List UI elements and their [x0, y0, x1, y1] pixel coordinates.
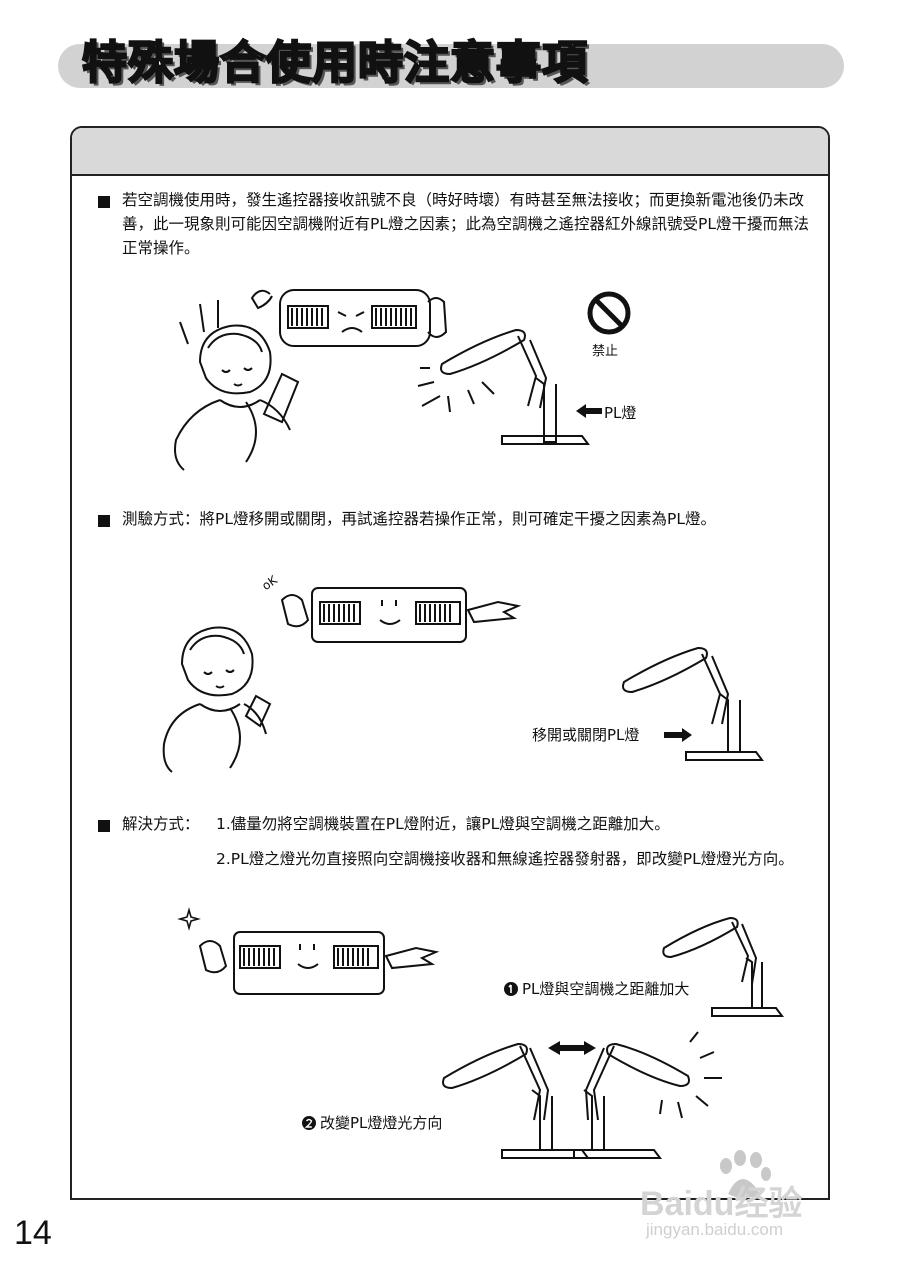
page-title: 特殊場合使用時注意事項	[81, 35, 589, 90]
pl-lamp-label: PL燈	[604, 404, 637, 422]
bullet-square	[98, 196, 110, 208]
pl-lamps-direction-illustration	[442, 1031, 722, 1159]
prohibit-icon	[587, 291, 631, 335]
sparkle-icon	[177, 907, 201, 931]
change-direction-label: 改變PL燈燈光方向	[320, 1114, 443, 1132]
section-2-text: 測驗方式：將PL燈移開或關閉，再試遙控器若操作正常，則可確定干擾之因素為PL燈。	[122, 510, 716, 528]
pl-lamp-moved-illustration	[622, 646, 764, 761]
arrow-left-icon	[576, 404, 602, 418]
solution-item-2: 2.PL燈之燈光勿直接照向空調機接收器和無線遙控器發射器，即改變PL燈燈光方向。	[216, 850, 794, 868]
baidu-paw-icon	[720, 1150, 771, 1198]
bullet-square	[98, 515, 110, 527]
solution-intro: 解決方式：	[122, 815, 200, 833]
page-number: 14	[14, 1214, 52, 1252]
illustration-ac-unit-ok	[280, 587, 522, 643]
pl-lamp-far-illustration	[662, 916, 784, 1017]
section-1-text: 若空調機使用時，發生遙控器接收訊號不良（時好時壞）有時甚至無法接收；而更換新電池…	[122, 191, 809, 257]
prohibit-label: 禁止	[592, 344, 619, 359]
illustration-woman-remote-fail	[174, 289, 448, 471]
illustration-ac-unit-happy	[198, 931, 440, 995]
illustration-woman-remote-ok	[162, 626, 272, 773]
bullet-square	[98, 820, 110, 832]
watermark: Baidu经验 jingyan.baidu.com	[640, 1150, 870, 1250]
move-or-off-label: 移開或關閉PL燈	[532, 726, 640, 744]
content-panel	[70, 126, 830, 1200]
solution-item-1: 1.儘量勿將空調機裝置在PL燈附近，讓PL燈與空調機之距離加大。	[216, 815, 670, 833]
title-bar	[58, 44, 844, 88]
number-2-icon	[302, 1116, 316, 1130]
arrow-right-icon	[664, 728, 692, 742]
watermark-url: jingyan.baidu.com	[646, 1220, 784, 1239]
increase-distance-label: PL燈與空調機之距離加大	[522, 980, 690, 998]
number-1-icon	[504, 982, 518, 996]
pl-lamp-illustration	[417, 328, 590, 445]
watermark-brand: Baidu经验	[640, 1185, 803, 1223]
panel-header	[72, 128, 828, 176]
